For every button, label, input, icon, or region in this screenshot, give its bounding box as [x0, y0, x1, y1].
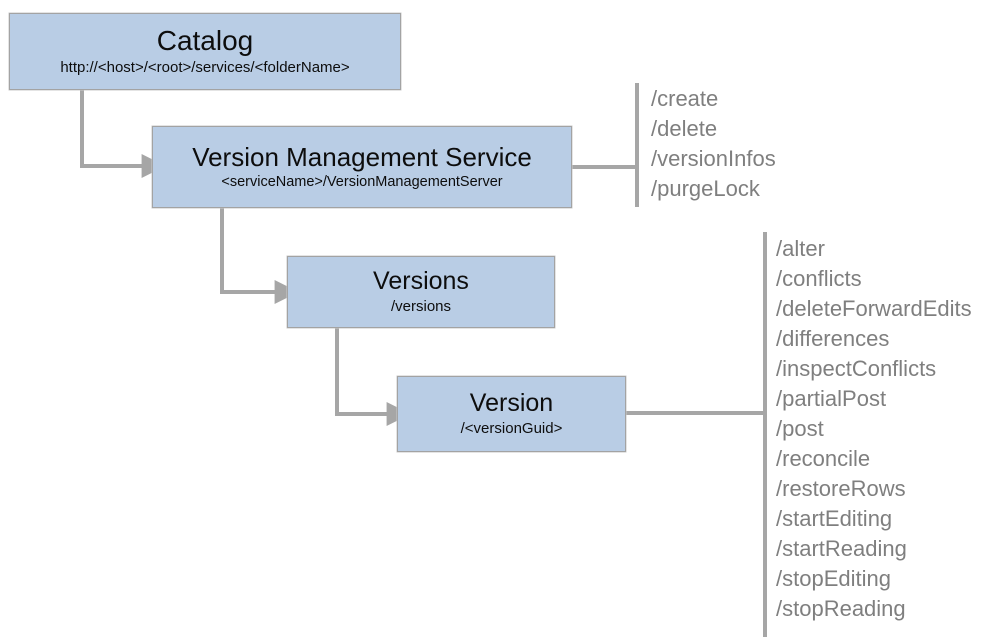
connector-vms-to-versions: [220, 207, 299, 304]
operation-list-version-management-service: /create/delete/versionInfos/purgeLock: [651, 84, 776, 204]
node-versions[interactable]: Versions /versions: [287, 256, 555, 328]
operation-item[interactable]: /post: [776, 416, 824, 441]
operation-item[interactable]: /versionInfos: [651, 146, 776, 171]
operation-item[interactable]: /stopEditing: [776, 566, 891, 591]
operation-item[interactable]: /restoreRows: [776, 476, 906, 501]
node-version-management-service-subtitle: <serviceName>/VersionManagementServer: [221, 174, 503, 191]
node-version[interactable]: Version /<versionGuid>: [397, 376, 626, 452]
connector-versions-to-version: [335, 327, 411, 426]
node-version-management-service[interactable]: Version Management Service <serviceName>…: [152, 126, 572, 208]
operation-item[interactable]: /inspectConflicts: [776, 356, 937, 381]
node-versions-subtitle: /versions: [390, 298, 452, 316]
node-versions-title: Versions: [373, 267, 469, 296]
operation-item[interactable]: /deleteForwardEdits: [776, 296, 972, 321]
node-catalog[interactable]: Catalog http://<host>/<root>/services/<f…: [9, 13, 401, 90]
operation-item[interactable]: /reconcile: [776, 446, 871, 471]
operation-list-version: /alter/conflicts/deleteForwardEdits/diff…: [776, 234, 972, 624]
node-version-management-service-title: Version Management Service: [192, 141, 532, 172]
operation-item[interactable]: /startReading: [776, 536, 907, 561]
node-version-subtitle: /<versionGuid>: [460, 420, 563, 438]
operation-item[interactable]: /alter: [776, 236, 825, 261]
node-catalog-title: Catalog: [156, 25, 254, 57]
operation-item[interactable]: /create: [651, 86, 719, 111]
operation-item[interactable]: /conflicts: [776, 266, 862, 291]
operation-item[interactable]: /purgeLock: [651, 176, 760, 201]
operation-item[interactable]: /startEditing: [776, 506, 893, 531]
operation-item[interactable]: /differences: [776, 326, 890, 351]
operation-item[interactable]: /stopReading: [776, 596, 906, 621]
node-catalog-subtitle: http://<host>/<root>/services/<folderNam…: [60, 59, 350, 77]
connector-catalog-to-vms: [80, 89, 166, 178]
node-version-title: Version: [469, 389, 554, 418]
operation-item[interactable]: /partialPost: [776, 386, 887, 411]
operation-item[interactable]: /delete: [651, 116, 718, 141]
